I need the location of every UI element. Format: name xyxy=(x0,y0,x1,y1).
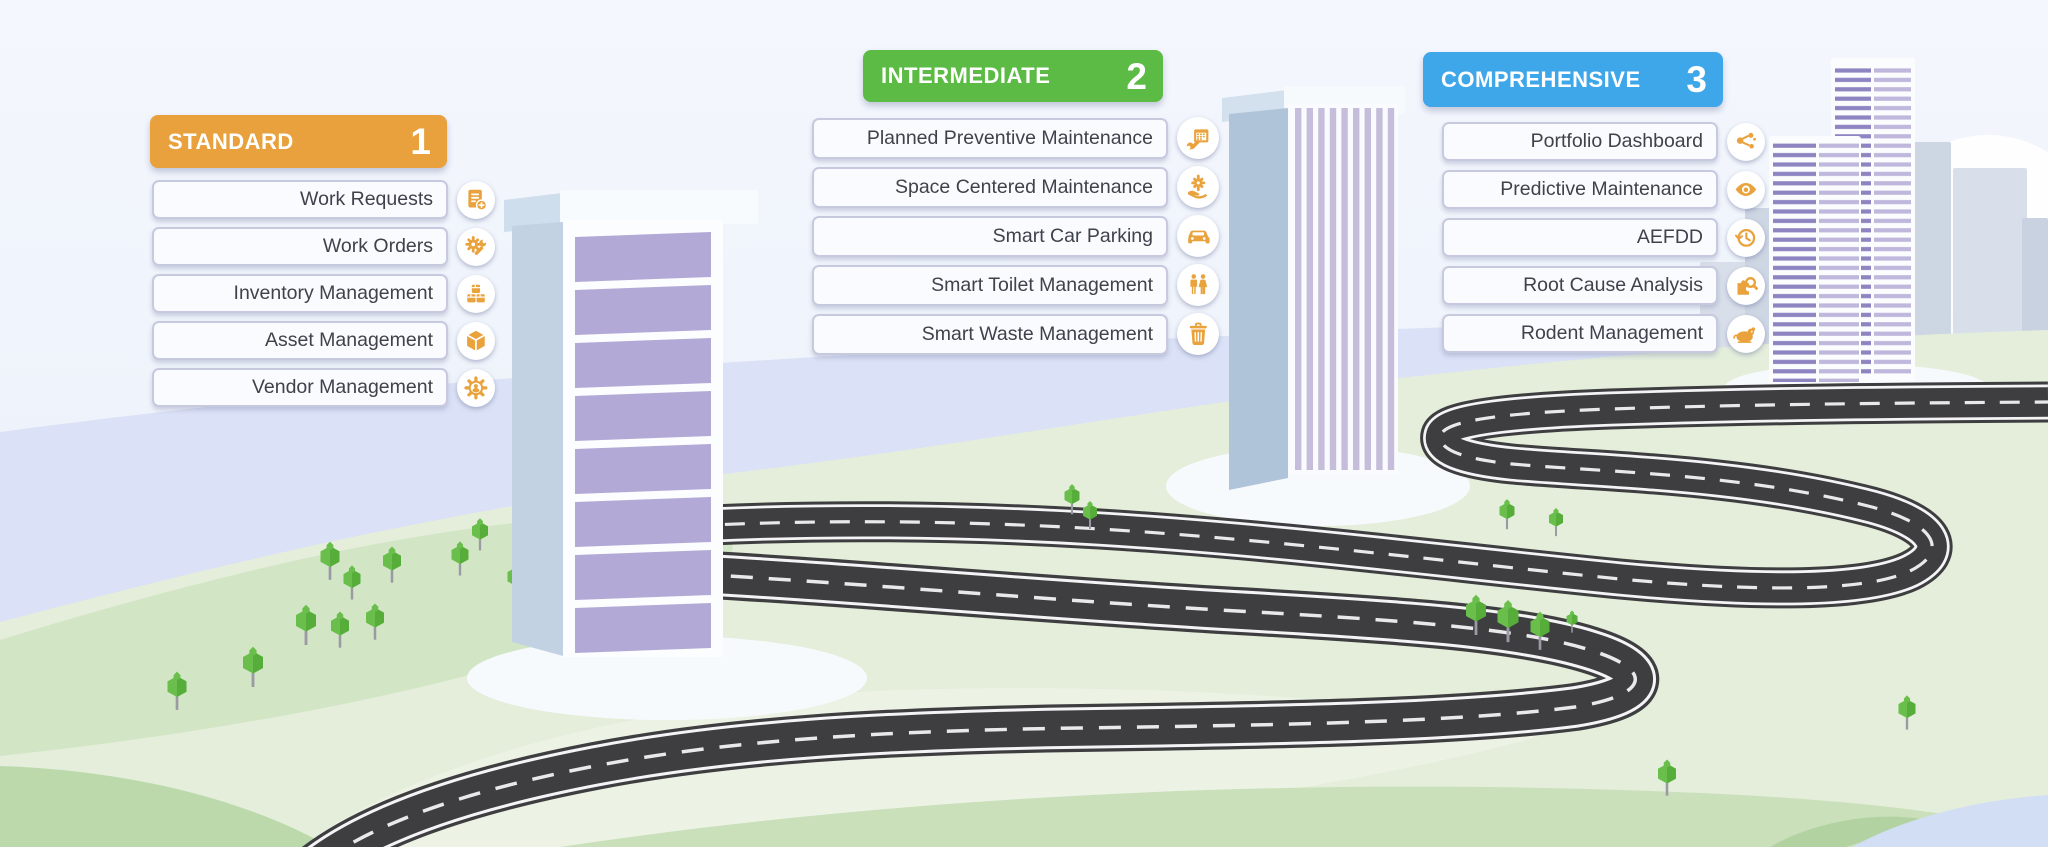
tier-item-row: Portfolio Dashboard xyxy=(1442,122,1765,161)
tier-item-portfolio-dashboard: Portfolio Dashboard xyxy=(1442,122,1718,161)
tier-item-row: AEFDD xyxy=(1442,218,1765,257)
tier-item-planned-preventive-maintenance: Planned Preventive Maintenance xyxy=(812,117,1168,159)
hand-gear-icon xyxy=(1177,166,1219,208)
tier-item-work-requests: Work Requests xyxy=(152,180,448,219)
tier-item-row: Rodent Management xyxy=(1442,314,1765,353)
tier-item-row: Vendor Management xyxy=(152,368,495,407)
tier-item-row: Work Requests xyxy=(152,180,495,219)
tier-name: STANDARD xyxy=(168,128,294,154)
clock-history-icon xyxy=(1727,218,1765,257)
gear-person-icon xyxy=(457,368,495,407)
tier-name: COMPREHENSIVE xyxy=(1441,66,1641,92)
inventory-boxes-icon xyxy=(457,274,495,313)
tier-item-row: Smart Waste Management xyxy=(812,313,1219,355)
tier-item-vendor-management: Vendor Management xyxy=(152,368,448,407)
document-plus-icon xyxy=(457,180,495,219)
tier-item-row: Root Cause Analysis xyxy=(1442,266,1765,305)
tier-number: 2 xyxy=(1126,55,1147,97)
building-left xyxy=(504,190,758,657)
tier-item-root-cause-analysis: Root Cause Analysis xyxy=(1442,266,1718,305)
tier-item-row: Space Centered Maintenance xyxy=(812,166,1219,208)
hill-bottom-left xyxy=(0,766,330,847)
tier-item-aefdd: AEFDD xyxy=(1442,218,1718,257)
tier-item-inventory-management: Inventory Management xyxy=(152,274,448,313)
tier-item-work-orders: Work Orders xyxy=(152,227,448,266)
tier-item-smart-waste-management: Smart Waste Management xyxy=(812,313,1168,355)
tier-item-smart-car-parking: Smart Car Parking xyxy=(812,215,1168,257)
tier-item-predictive-maintenance: Predictive Maintenance xyxy=(1442,170,1718,209)
network-nodes-icon xyxy=(1727,122,1765,161)
trash-bin-icon xyxy=(1177,313,1219,355)
tier-item-row: Smart Toilet Management xyxy=(812,264,1219,306)
building-center xyxy=(1222,86,1405,490)
tier-item-row: Work Orders xyxy=(152,227,495,266)
pond xyxy=(1852,795,2048,847)
tier-item-space-centered-maintenance: Space Centered Maintenance xyxy=(812,166,1168,208)
winding-road xyxy=(301,381,2048,847)
skyscrapers-right xyxy=(1769,58,1915,386)
hill-bottom xyxy=(560,786,2048,847)
tier-item-row: Predictive Maintenance xyxy=(1442,170,1765,209)
calendar-wrench-icon xyxy=(1177,117,1219,159)
gear-wrench-icon xyxy=(457,227,495,266)
tier-number: 1 xyxy=(410,121,431,162)
tier-item-asset-management: Asset Management xyxy=(152,321,448,360)
tier-item-smart-toilet-management: Smart Toilet Management xyxy=(812,264,1168,306)
tier-standard-header: STANDARD 1 xyxy=(150,115,447,168)
eye-icon xyxy=(1727,170,1765,209)
car-icon xyxy=(1177,215,1219,257)
tier-intermediate-header: INTERMEDIATE 2 xyxy=(863,50,1163,102)
tier-item-rodent-management: Rodent Management xyxy=(1442,314,1718,353)
tier-comprehensive-header: COMPREHENSIVE 3 xyxy=(1423,52,1723,107)
tier-intermediate: INTERMEDIATE 2 Planned Preventive Mainte… xyxy=(812,50,1219,362)
restroom-people-icon xyxy=(1177,264,1219,306)
hill-near-pond xyxy=(1770,816,1935,847)
tier-number: 3 xyxy=(1686,59,1707,100)
tier-name: INTERMEDIATE xyxy=(881,63,1051,88)
tier-item-row: Smart Car Parking xyxy=(812,215,1219,257)
tier-item-row: Inventory Management xyxy=(152,274,495,313)
puzzle-magnifier-icon xyxy=(1727,266,1765,305)
tier-item-row: Planned Preventive Maintenance xyxy=(812,117,1219,159)
cube-icon xyxy=(457,321,495,360)
mouse-icon xyxy=(1727,314,1765,353)
tier-item-row: Asset Management xyxy=(152,321,495,360)
